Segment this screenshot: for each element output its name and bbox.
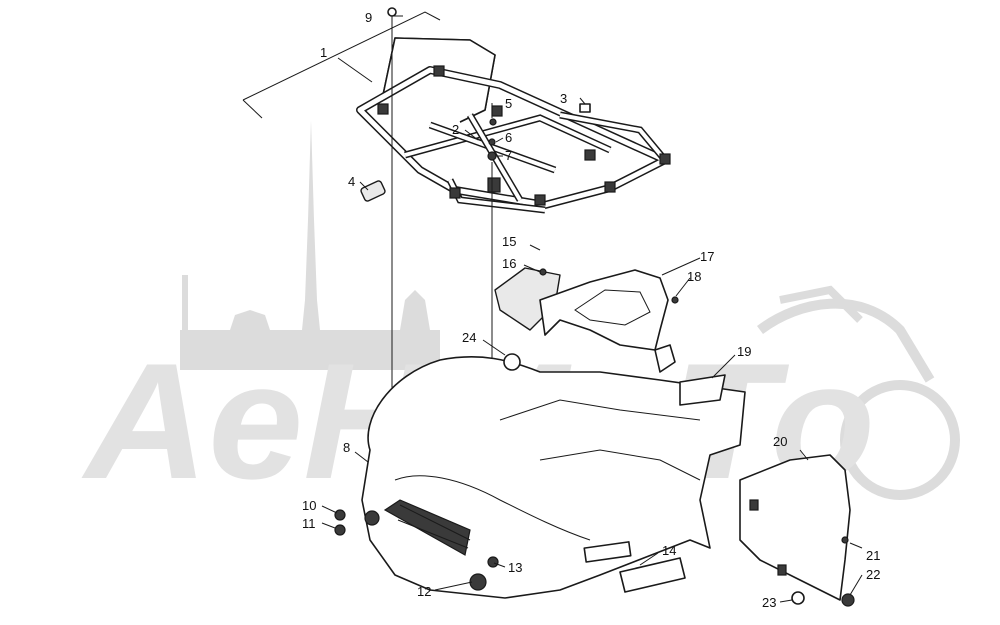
callout-19: 19 <box>737 344 751 359</box>
rear-rack <box>356 37 671 214</box>
callout-8: 8 <box>343 440 350 455</box>
callout-12: 12 <box>417 584 431 599</box>
callout-22: 22 <box>866 567 880 582</box>
callout-11: 11 <box>302 516 316 531</box>
callout-3: 3 <box>560 91 567 106</box>
decal-14 <box>619 557 686 593</box>
callout-24: 24 <box>462 330 476 345</box>
callout-4: 4 <box>348 174 355 189</box>
callout-7: 7 <box>505 148 512 163</box>
rear-console <box>494 267 679 351</box>
rack-hardware <box>360 7 591 202</box>
callout-13: 13 <box>508 560 522 575</box>
callout-10: 10 <box>302 498 316 513</box>
callout-17: 17 <box>700 249 714 264</box>
callout-21: 21 <box>866 548 880 563</box>
callout-labels: 1 2 3 4 5 6 7 8 9 10 11 12 13 14 15 16 1… <box>302 10 880 610</box>
callout-15: 15 <box>502 234 516 249</box>
fasteners-10-11 <box>334 509 346 536</box>
callout-14: 14 <box>662 543 676 558</box>
side-panel <box>739 454 855 607</box>
front-fender <box>361 344 746 599</box>
callout-5: 5 <box>505 96 512 111</box>
leader-lines <box>321 15 863 603</box>
decal-19 <box>679 374 726 406</box>
callout-9: 9 <box>365 10 372 25</box>
callout-18: 18 <box>687 269 701 284</box>
callout-1: 1 <box>320 45 327 60</box>
rack-assembly-bracket <box>242 11 441 119</box>
callout-6: 6 <box>505 130 512 145</box>
callout-2: 2 <box>452 122 459 137</box>
callout-20: 20 <box>773 434 787 449</box>
callout-16: 16 <box>502 256 516 271</box>
callout-23: 23 <box>762 595 776 610</box>
